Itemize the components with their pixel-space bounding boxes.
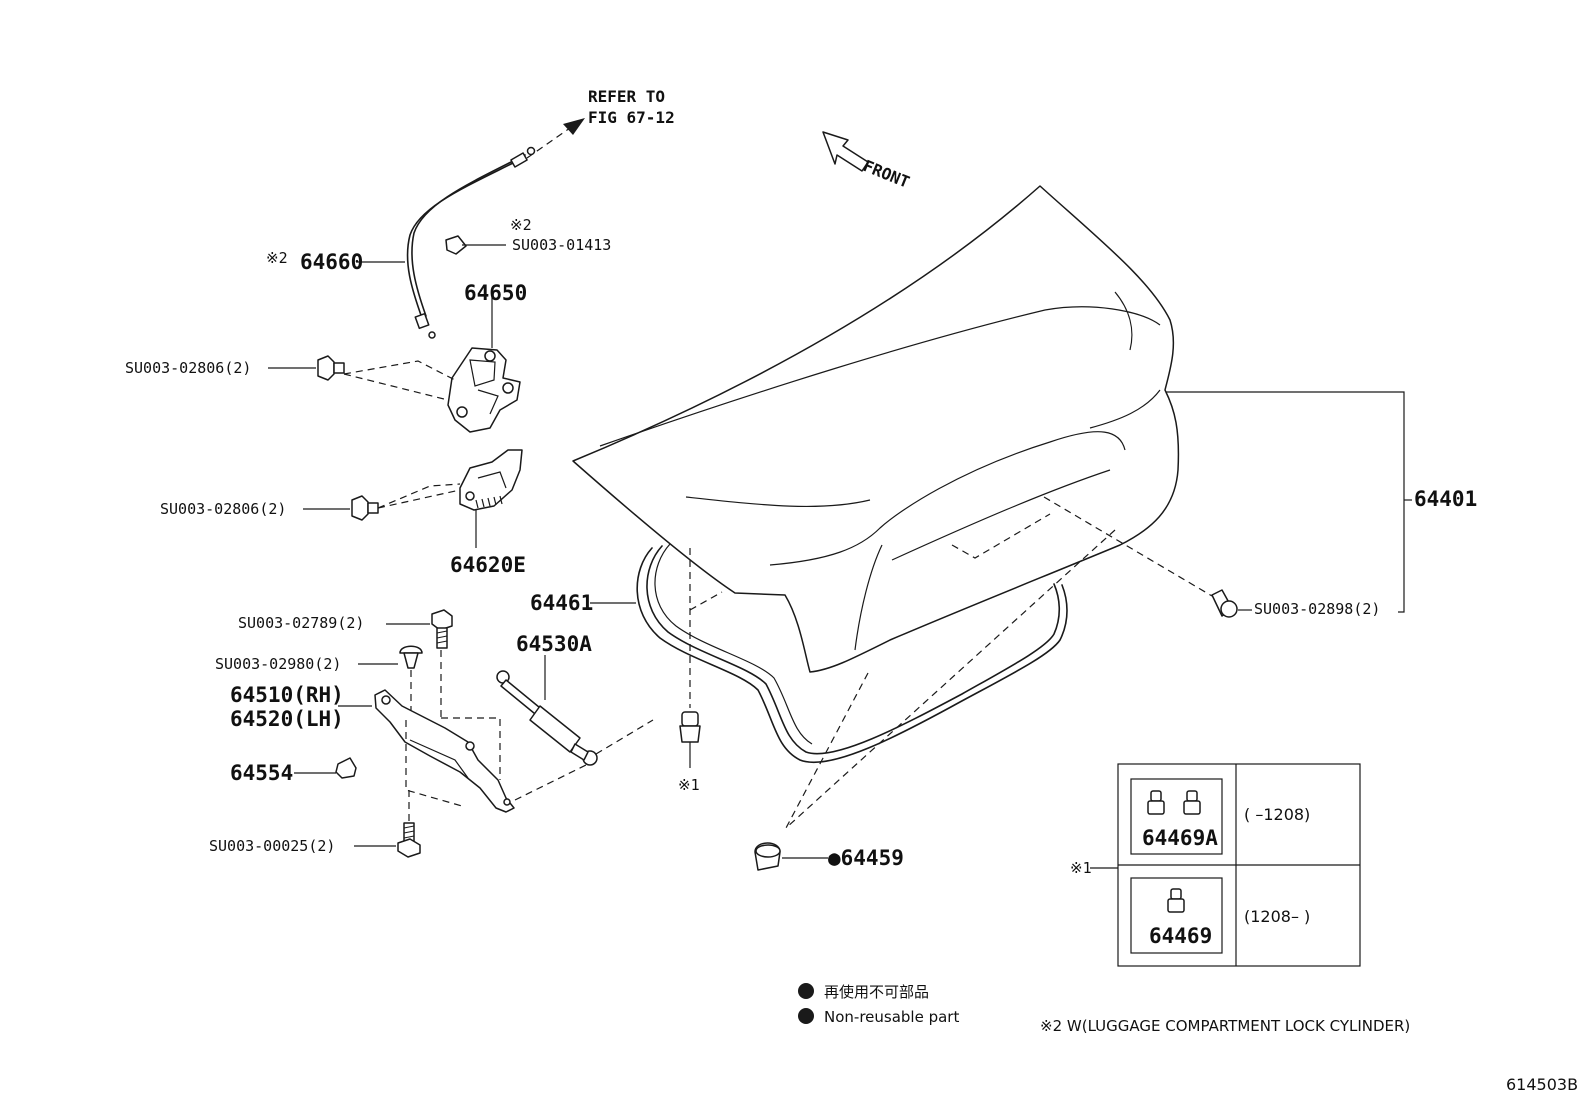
bolt-su003-00025[interactable]	[397, 822, 421, 858]
variant-range-64469: (1208– )	[1244, 907, 1310, 926]
weatherstrip-64461[interactable]	[636, 543, 1068, 764]
label-su003-02806-lower[interactable]: SU003-02806(2)	[160, 500, 286, 518]
dash-bolt-striker-2	[377, 483, 461, 509]
label-64530a[interactable]: 64530A	[516, 632, 592, 656]
label-note-1: ※1	[678, 776, 700, 794]
cushion-64469a-icon	[1147, 790, 1201, 815]
variant-range-64469a: ( –1208)	[1244, 805, 1310, 824]
dash-hinge-2	[441, 717, 501, 780]
front-label: FRONT	[861, 156, 913, 192]
label-64660-mark: ※2	[266, 249, 288, 267]
dash-gas-stay	[514, 764, 587, 801]
footnote-2: ※2 W(LUGGAGE COMPARTMENT LOCK CYLINDER)	[1040, 1017, 1410, 1035]
cushion-note-1[interactable]	[679, 711, 701, 743]
dash-hinge-1	[405, 720, 463, 807]
label-64620e[interactable]: 64620E	[450, 553, 526, 577]
legend-jp: 再使用不可部品	[824, 983, 929, 1001]
label-su003-00025[interactable]: SU003-00025(2)	[209, 837, 335, 855]
dash-bumper	[1043, 496, 1213, 597]
label-variants-note-1: ※1	[1070, 859, 1092, 877]
refer-to-line2[interactable]: FIG 67-12	[588, 108, 675, 127]
luggage-compartment-door-64401[interactable]	[572, 185, 1180, 673]
non-reusable-dot-icon	[798, 983, 814, 999]
bumper-su003-02898[interactable]	[1211, 589, 1238, 618]
refer-to-line1: REFER TO	[588, 87, 665, 106]
refer-arrow	[526, 118, 585, 159]
cushion-64459[interactable]	[754, 842, 781, 871]
non-reusable-dot-icon	[798, 1008, 814, 1024]
front-direction-arrow-icon	[822, 131, 869, 172]
label-su003-02789[interactable]: SU003-02789(2)	[238, 614, 364, 632]
striker-64620e[interactable]	[459, 449, 523, 511]
label-su003-02898[interactable]: SU003-02898(2)	[1254, 600, 1380, 618]
gas-stay-64530a[interactable]	[496, 670, 598, 766]
legend-en: Non-reusable part	[824, 1008, 959, 1026]
dash-64459-2	[785, 529, 1116, 829]
dash-gas-stay-2	[595, 719, 654, 755]
cover-64554[interactable]	[335, 757, 357, 779]
bolt-su003-02806-lower[interactable]	[351, 495, 379, 521]
dash-cushion-2	[689, 591, 723, 611]
hinge-64510-64520[interactable]	[374, 689, 515, 813]
dash-bolt-striker-1	[377, 489, 461, 509]
diagram-code: 614503B	[1506, 1075, 1578, 1094]
cushion-64469-icon	[1167, 888, 1185, 913]
lock-assembly-64650[interactable]	[447, 347, 521, 433]
legend	[798, 983, 814, 1024]
dash-bolt-lock-2	[343, 360, 456, 381]
label-su003-01413-mark: ※2	[510, 216, 532, 234]
variant-part-64469[interactable]: 64469	[1149, 924, 1212, 948]
bracket-64401	[1166, 391, 1405, 613]
variants-table	[1117, 763, 1361, 967]
label-64401[interactable]: 64401	[1414, 487, 1477, 511]
release-cable-64660[interactable]	[406, 146, 536, 339]
variant-part-64469a[interactable]: 64469A	[1142, 826, 1218, 850]
label-64660[interactable]: 64660	[300, 250, 363, 274]
clip-su003-01413[interactable]	[445, 235, 467, 255]
bolt-su003-02789[interactable]	[431, 609, 453, 649]
clip-su003-02980[interactable]	[399, 645, 423, 669]
label-su003-01413[interactable]: SU003-01413	[512, 236, 611, 254]
label-su003-02806-upper[interactable]: SU003-02806(2)	[125, 359, 251, 377]
dash-64459-1	[785, 672, 869, 829]
bolt-su003-02806-upper[interactable]	[317, 355, 345, 381]
label-64554[interactable]: 64554	[230, 761, 293, 785]
label-64650[interactable]: 64650	[464, 281, 527, 305]
label-su003-02980[interactable]: SU003-02980(2)	[215, 655, 341, 673]
label-64510[interactable]: 64510(RH)	[230, 683, 344, 707]
dash-bolt-lock-1	[343, 373, 449, 401]
label-64520[interactable]: 64520(LH)	[230, 707, 344, 731]
label-64461[interactable]: 64461	[530, 591, 593, 615]
label-64459[interactable]: ●64459	[828, 846, 904, 870]
